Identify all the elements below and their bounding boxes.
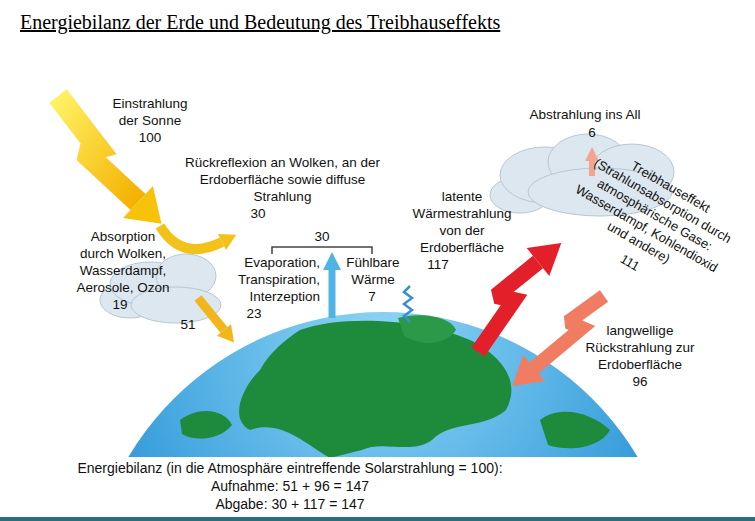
diagram-label: Abstrahlung ins All: [510, 106, 660, 123]
diagram-label: latente Wärmestrahlung von der Erdoberfl…: [402, 188, 522, 256]
back-radiation-arrow: [534, 296, 604, 368]
diagram-title: Energiebilanz der Erde und Bedeutung des…: [20, 10, 500, 34]
diagram-label: Einstrahlung der Sonne: [102, 95, 198, 129]
diagram-label: 100: [102, 129, 198, 146]
diagram-label: Abgabe: 30 + 117 = 147: [20, 496, 560, 513]
diagram-label: 51: [177, 316, 199, 333]
diagram-label: 6: [580, 124, 604, 141]
evaporation-arrow: [329, 268, 336, 318]
sensible-heat-wave: [404, 286, 412, 322]
diagram-label: 19: [105, 296, 135, 313]
diagram-label: langwellige Rückstrahlung zur Erdoberflä…: [576, 322, 704, 373]
bracket: [272, 247, 372, 254]
arrow-head: [123, 186, 161, 224]
diagram-label: Absorption durch Wolken, Wasserdampf, Ae…: [72, 228, 174, 296]
diagram-label: 96: [622, 373, 658, 390]
diagram-label: Energiebilanz (in die Atmosphäre eintref…: [20, 460, 560, 477]
diagram-label: Evaporation, Transpiration, Interzeption: [212, 254, 320, 305]
arrow-head: [218, 234, 236, 250]
diagram-label: 30: [307, 228, 337, 245]
arrow-head: [527, 243, 562, 276]
arrow-head: [323, 252, 341, 270]
continent: [540, 412, 610, 448]
sun-radiation-arrow: [58, 96, 138, 202]
surface-absorption-arrow: [198, 298, 224, 330]
continent: [239, 321, 511, 458]
diagram-label: 7: [362, 288, 382, 305]
continent: [180, 411, 232, 439]
diagram-label: 30: [246, 205, 270, 222]
caption-ground: [0, 457, 755, 521]
diagram-label: Rückreflexion an Wolken, an der Erdoberf…: [185, 154, 380, 205]
bottom-rule: [0, 517, 755, 521]
diagram-label: 117: [418, 256, 458, 273]
arrow-head: [217, 324, 234, 342]
arrow-head: [513, 355, 545, 386]
diagram-label: 23: [234, 305, 274, 322]
surface-radiation-arrow: [478, 262, 538, 352]
diagram-label: Fühlbare Wärme: [340, 254, 406, 288]
diagram-label: Aufnahme: 51 + 96 = 147: [20, 478, 560, 495]
reflection-arrow: [160, 226, 222, 249]
